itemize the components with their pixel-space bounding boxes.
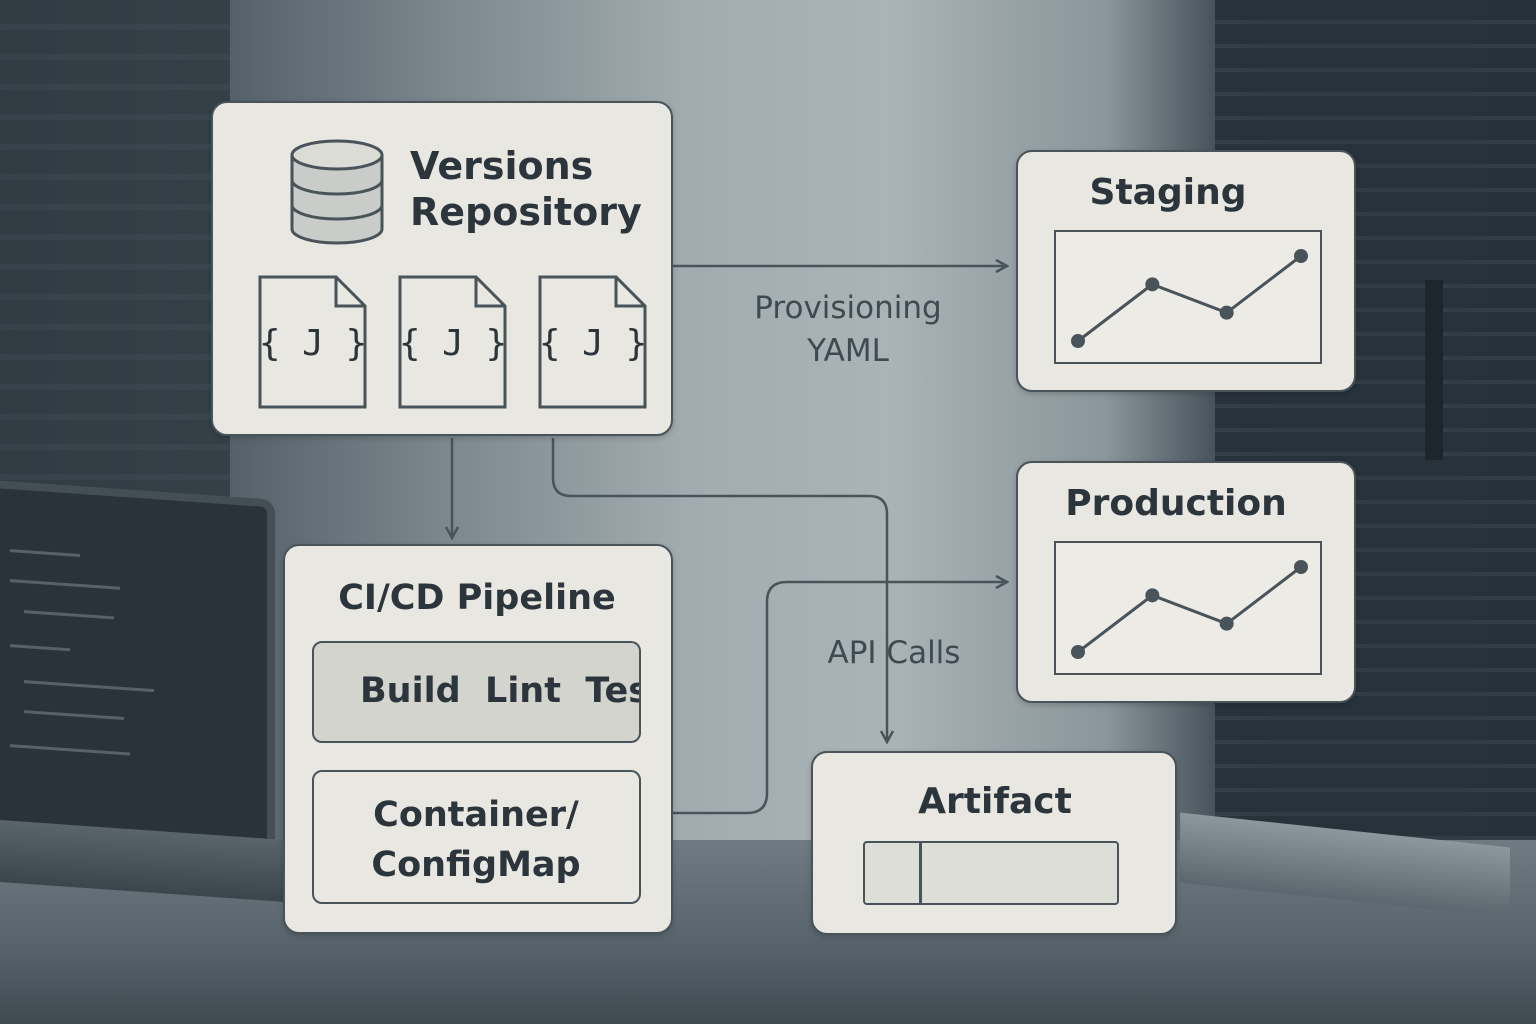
production-chart	[1054, 541, 1322, 675]
chart-point	[1294, 560, 1308, 574]
repository-title-line1: Versions	[410, 144, 594, 188]
chart-series-line	[1077, 254, 1302, 343]
pipeline-stages-label: Build Lint Tes	[360, 671, 641, 711]
artifact-title: Artifact	[918, 781, 1072, 822]
artifact-progress-divider	[919, 843, 922, 903]
chart-series-line	[1077, 565, 1302, 654]
production-title: Production	[1065, 483, 1287, 524]
api-calls-label: API Calls	[827, 635, 961, 671]
arrow-repo-to-artifact	[551, 438, 887, 741]
database-icon	[290, 139, 384, 245]
pipeline-title: CI/CD Pipeline	[338, 578, 616, 618]
chart-point	[1145, 588, 1160, 603]
chart-point	[1071, 334, 1085, 348]
repository-title-line2: Repository	[410, 190, 642, 234]
json-file-shape	[538, 275, 647, 409]
production-node[interactable]: Production	[1016, 461, 1356, 703]
json-file-shape	[258, 275, 367, 409]
container-label-line1: Container/	[373, 795, 579, 835]
container-label-line2: ConfigMap	[371, 845, 581, 885]
artifact-node[interactable]: Artifact	[811, 751, 1177, 935]
chart-point	[1071, 645, 1085, 659]
arrow-pipeline-to-production	[673, 582, 1006, 815]
pipeline-stages-box[interactable]: Build Lint Tes	[312, 641, 641, 743]
staging-node[interactable]: Staging	[1016, 150, 1356, 392]
provisioning-label-line2: YAML	[807, 333, 889, 369]
chart-point	[1219, 305, 1234, 320]
json-file-shape	[398, 275, 507, 409]
versions-repository-node[interactable]: Versions Repository { J } { J } { J }	[211, 101, 673, 436]
json-file-icon[interactable]: { J }	[398, 275, 508, 409]
chart-point	[1294, 249, 1308, 263]
staging-title: Staging	[1089, 172, 1247, 213]
staging-line-chart	[1071, 249, 1308, 348]
provisioning-label-line1: Provisioning	[754, 290, 942, 326]
container-configmap-box[interactable]: Container/ ConfigMap	[312, 770, 641, 904]
chart-point	[1145, 277, 1160, 292]
staging-chart	[1054, 230, 1322, 364]
json-file-icon[interactable]: { J }	[538, 275, 648, 409]
cicd-pipeline-node[interactable]: CI/CD Pipeline Build Lint Tes Container/…	[283, 544, 673, 934]
json-file-icon[interactable]: { J }	[258, 275, 368, 409]
chart-point	[1219, 616, 1234, 631]
json-file-glyph: { J }	[538, 323, 648, 364]
artifact-progress-box	[863, 841, 1119, 905]
json-file-glyph: { J }	[398, 323, 508, 364]
background-rack-handle	[1425, 280, 1443, 460]
production-line-chart	[1071, 560, 1308, 659]
json-file-glyph: { J }	[258, 323, 368, 364]
provisioning-yaml-label: Provisioning YAML	[742, 287, 954, 373]
